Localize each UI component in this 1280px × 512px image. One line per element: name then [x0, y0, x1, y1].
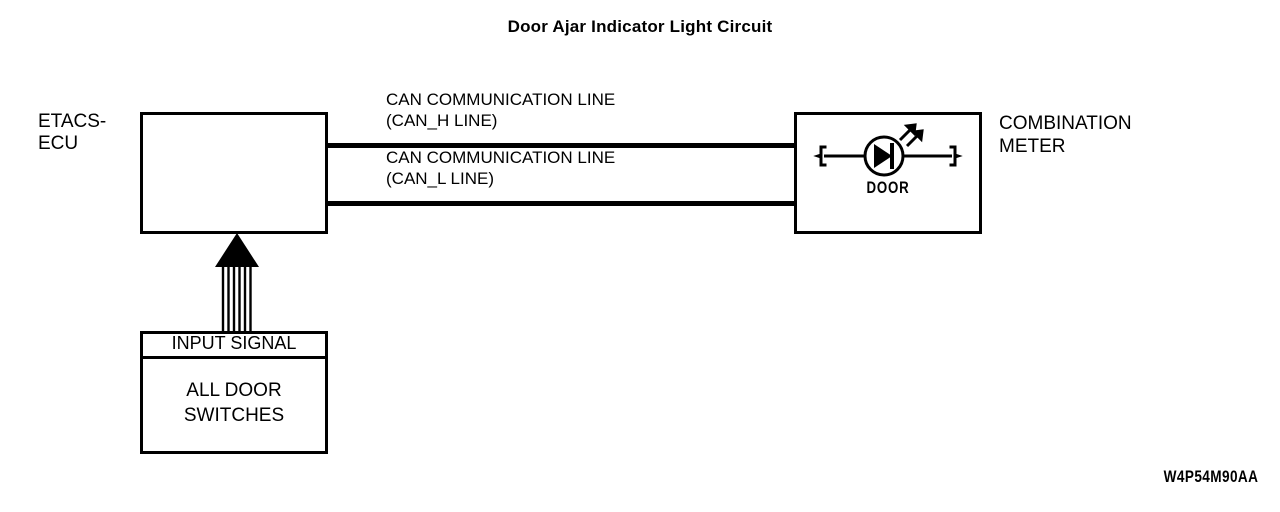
page-title: Door Ajar Indicator Light Circuit: [507, 17, 773, 36]
etacs-ecu-label: ETACS- ECU: [38, 111, 138, 155]
all-door-switches-line1: ALL DOOR: [186, 380, 282, 401]
can-high-line: [327, 143, 796, 148]
can-low-label: CAN COMMUNICATION LINE (CAN_L LINE): [386, 147, 615, 189]
all-door-switches-line2: SWITCHES: [183, 405, 285, 426]
can-low-line: [327, 201, 796, 206]
etacs-ecu-label-line1: ETACS-: [38, 111, 107, 132]
can-high-label: CAN COMMUNICATION LINE (CAN_H LINE): [386, 89, 615, 131]
input-signal-arrow-icon: [215, 233, 259, 335]
combination-meter-label-line1: COMBINATION: [999, 113, 1132, 134]
door-indicator-caption: DOOR: [866, 178, 910, 197]
etacs-ecu-box: [140, 112, 328, 234]
door-indicator-symbol: [813, 123, 963, 177]
can-high-label-line2: (CAN_H LINE): [386, 111, 498, 130]
input-signal-header: INPUT SIGNAL: [140, 331, 328, 359]
can-high-label-line1: CAN COMMUNICATION LINE: [386, 90, 616, 109]
part-number: W4P54M90AA: [1163, 467, 1258, 486]
combination-meter-label: COMBINATION METER: [999, 112, 1199, 158]
all-door-switches-label: ALL DOOR SWITCHES: [140, 378, 328, 428]
can-low-label-line2: (CAN_L LINE): [386, 169, 495, 188]
etacs-ecu-label-line2: ECU: [38, 133, 79, 154]
input-signal-box: [140, 331, 328, 454]
can-low-label-line1: CAN COMMUNICATION LINE: [386, 148, 616, 167]
combination-meter-label-line2: METER: [999, 136, 1066, 157]
